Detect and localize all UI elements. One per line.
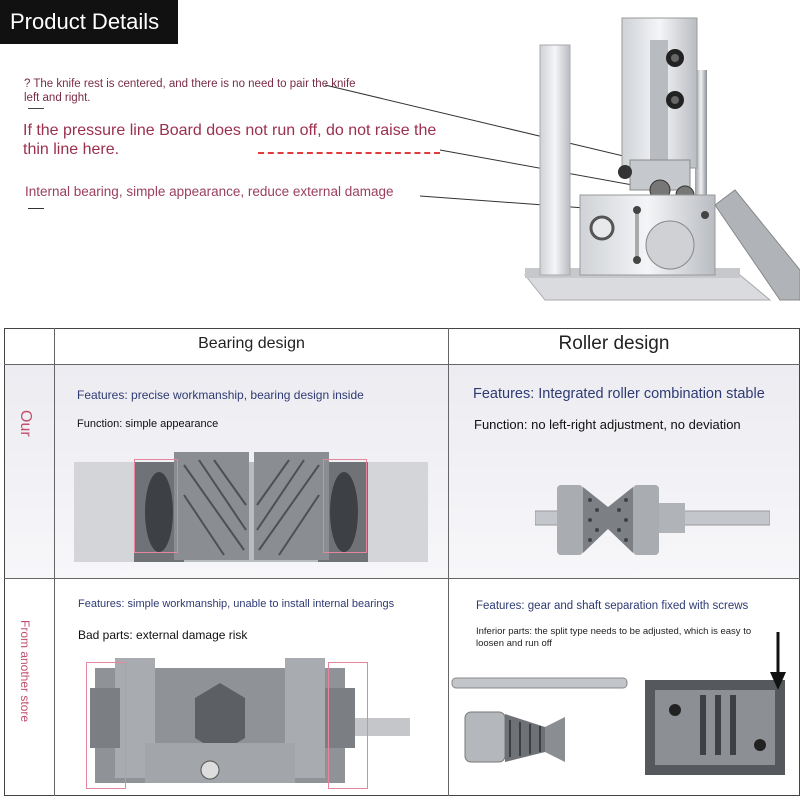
column-header-roller-design: Roller design [558, 333, 670, 354]
feature-text: Features: precise workmanship, bearing d… [77, 388, 364, 402]
highlight-box [134, 459, 178, 553]
annotation-pressure-line: If the pressure line Board does not run … [23, 122, 437, 158]
feature-text: Features: simple workmanship, unable to … [78, 598, 395, 610]
bearing-design-image [74, 452, 428, 562]
arrow-down-icon [770, 632, 786, 690]
highlight-box [323, 459, 367, 553]
roller-design-image [535, 485, 770, 555]
row-label-our: Our [17, 410, 34, 437]
page-title: Product Details [0, 0, 178, 44]
annotation-underline [28, 208, 44, 209]
inferior-parts-text: Inferior parts: the split type needs to … [476, 626, 752, 649]
highlight-box [328, 662, 368, 789]
other-store-bearing-image [85, 658, 415, 788]
table-divider [448, 328, 449, 796]
function-text: Function: no left-right adjustment, no d… [474, 417, 741, 432]
annotation-knife-rest: ? The knife rest is centered, and there … [24, 78, 356, 104]
feature-text: Features: gear and shaft separation fixe… [476, 600, 749, 612]
feature-text: Features: Integrated roller combination … [473, 386, 765, 402]
annotation-internal-bearing: Internal bearing, simple appearance, red… [25, 184, 394, 199]
bad-parts-text: Bad parts: external damage risk [78, 628, 248, 642]
annotation-marker [28, 100, 44, 109]
row-label-another-store: From another store [18, 620, 32, 723]
table-divider [54, 328, 55, 796]
table-divider [4, 364, 800, 365]
split-gear-shaft-image [451, 677, 628, 763]
highlight-box [86, 662, 126, 789]
wire-stripper-machine-image [523, 17, 800, 301]
gear-closeup-image [645, 680, 785, 775]
dashed-underline [258, 152, 440, 154]
column-header-bearing-design: Bearing design [198, 335, 305, 352]
table-divider [4, 578, 800, 579]
function-text: Function: simple appearance [77, 418, 219, 430]
